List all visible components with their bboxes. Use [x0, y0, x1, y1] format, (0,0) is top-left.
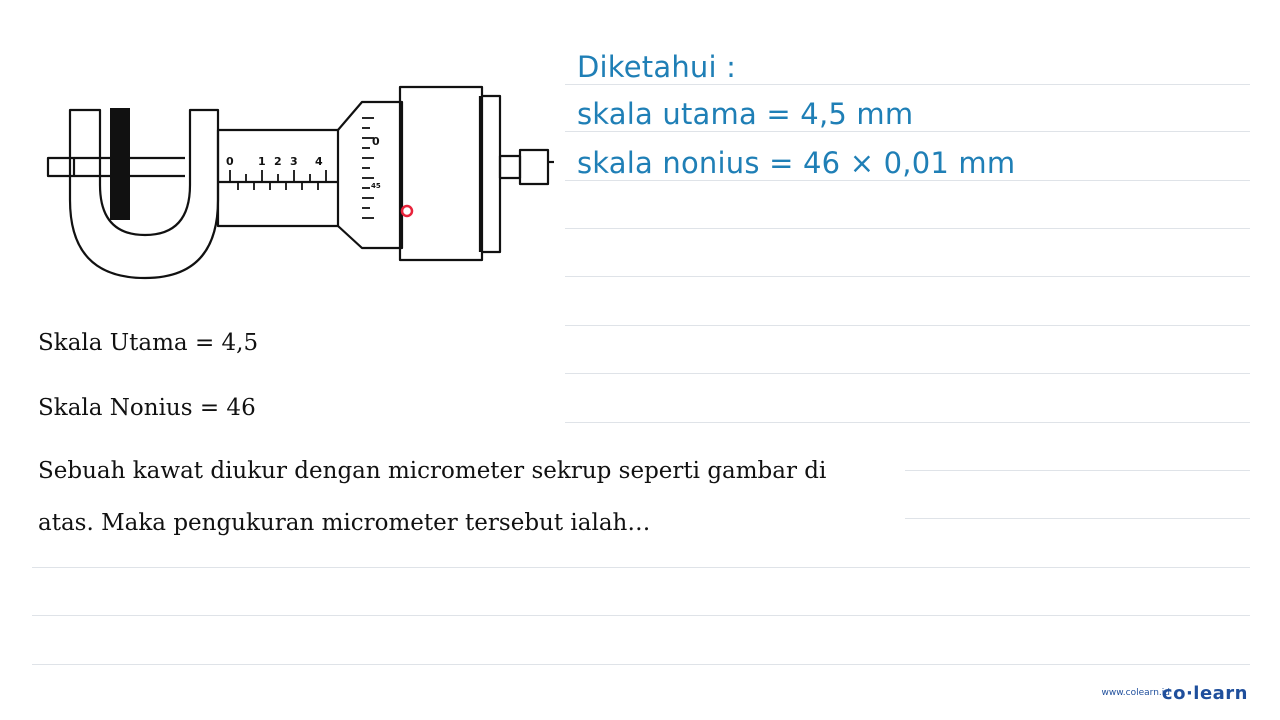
end-knob — [498, 154, 522, 180]
known-main-scale: skala utama = 4,5 mm — [577, 97, 914, 131]
ruled-line — [565, 131, 1250, 132]
anvil — [46, 156, 76, 178]
ruled-line — [32, 567, 1250, 568]
main-scale-ticks — [229, 170, 327, 190]
ruled-line — [32, 664, 1250, 665]
main-scale-label: 4 — [315, 155, 323, 168]
ruled-line — [905, 518, 1250, 519]
question-line-2: atas. Maka pengukuran micrometer tersebu… — [38, 510, 651, 536]
end-cap — [518, 148, 550, 186]
thimble — [398, 85, 484, 262]
given-vernier-scale: Skala Nonius = 46 — [38, 395, 256, 421]
ruled-line — [565, 325, 1250, 326]
question-line-1: Sebuah kawat diukur dengan micrometer se… — [38, 458, 827, 484]
known-vernier-scale: skala nonius = 46 × 0,01 mm — [577, 146, 1016, 180]
sleeve — [216, 128, 340, 228]
ruled-line — [565, 84, 1250, 85]
main-scale-label: 0 — [226, 155, 234, 168]
thimble-scale-label: 45 — [371, 182, 381, 190]
micrometer-illustration: 0 1 2 3 4 0 45 — [46, 85, 554, 280]
thimble-scale-label: 0 — [372, 135, 380, 148]
main-scale-label: 2 — [274, 155, 282, 168]
thimble-taper — [337, 100, 404, 250]
wire-specimen — [110, 108, 130, 220]
given-main-scale: Skala Utama = 4,5 — [38, 330, 259, 356]
ruled-line — [565, 276, 1250, 277]
ruled-line — [565, 373, 1250, 374]
frame — [68, 108, 220, 280]
main-scale-label: 1 — [258, 155, 266, 168]
main-scale-label: 3 — [290, 155, 298, 168]
pointer-marker — [400, 204, 414, 218]
ruled-line — [905, 470, 1250, 471]
footer-url[interactable]: www.colearn.id — [1101, 688, 1170, 698]
ratchet — [482, 94, 502, 254]
ruled-line — [565, 228, 1250, 229]
ruled-line — [565, 180, 1250, 181]
thimble-scale-ticks — [362, 117, 374, 219]
known-heading: Diketahui : — [577, 50, 737, 84]
ruled-line — [32, 615, 1250, 616]
colearn-logo: co·learn — [1161, 683, 1248, 704]
ruled-line — [565, 422, 1250, 423]
